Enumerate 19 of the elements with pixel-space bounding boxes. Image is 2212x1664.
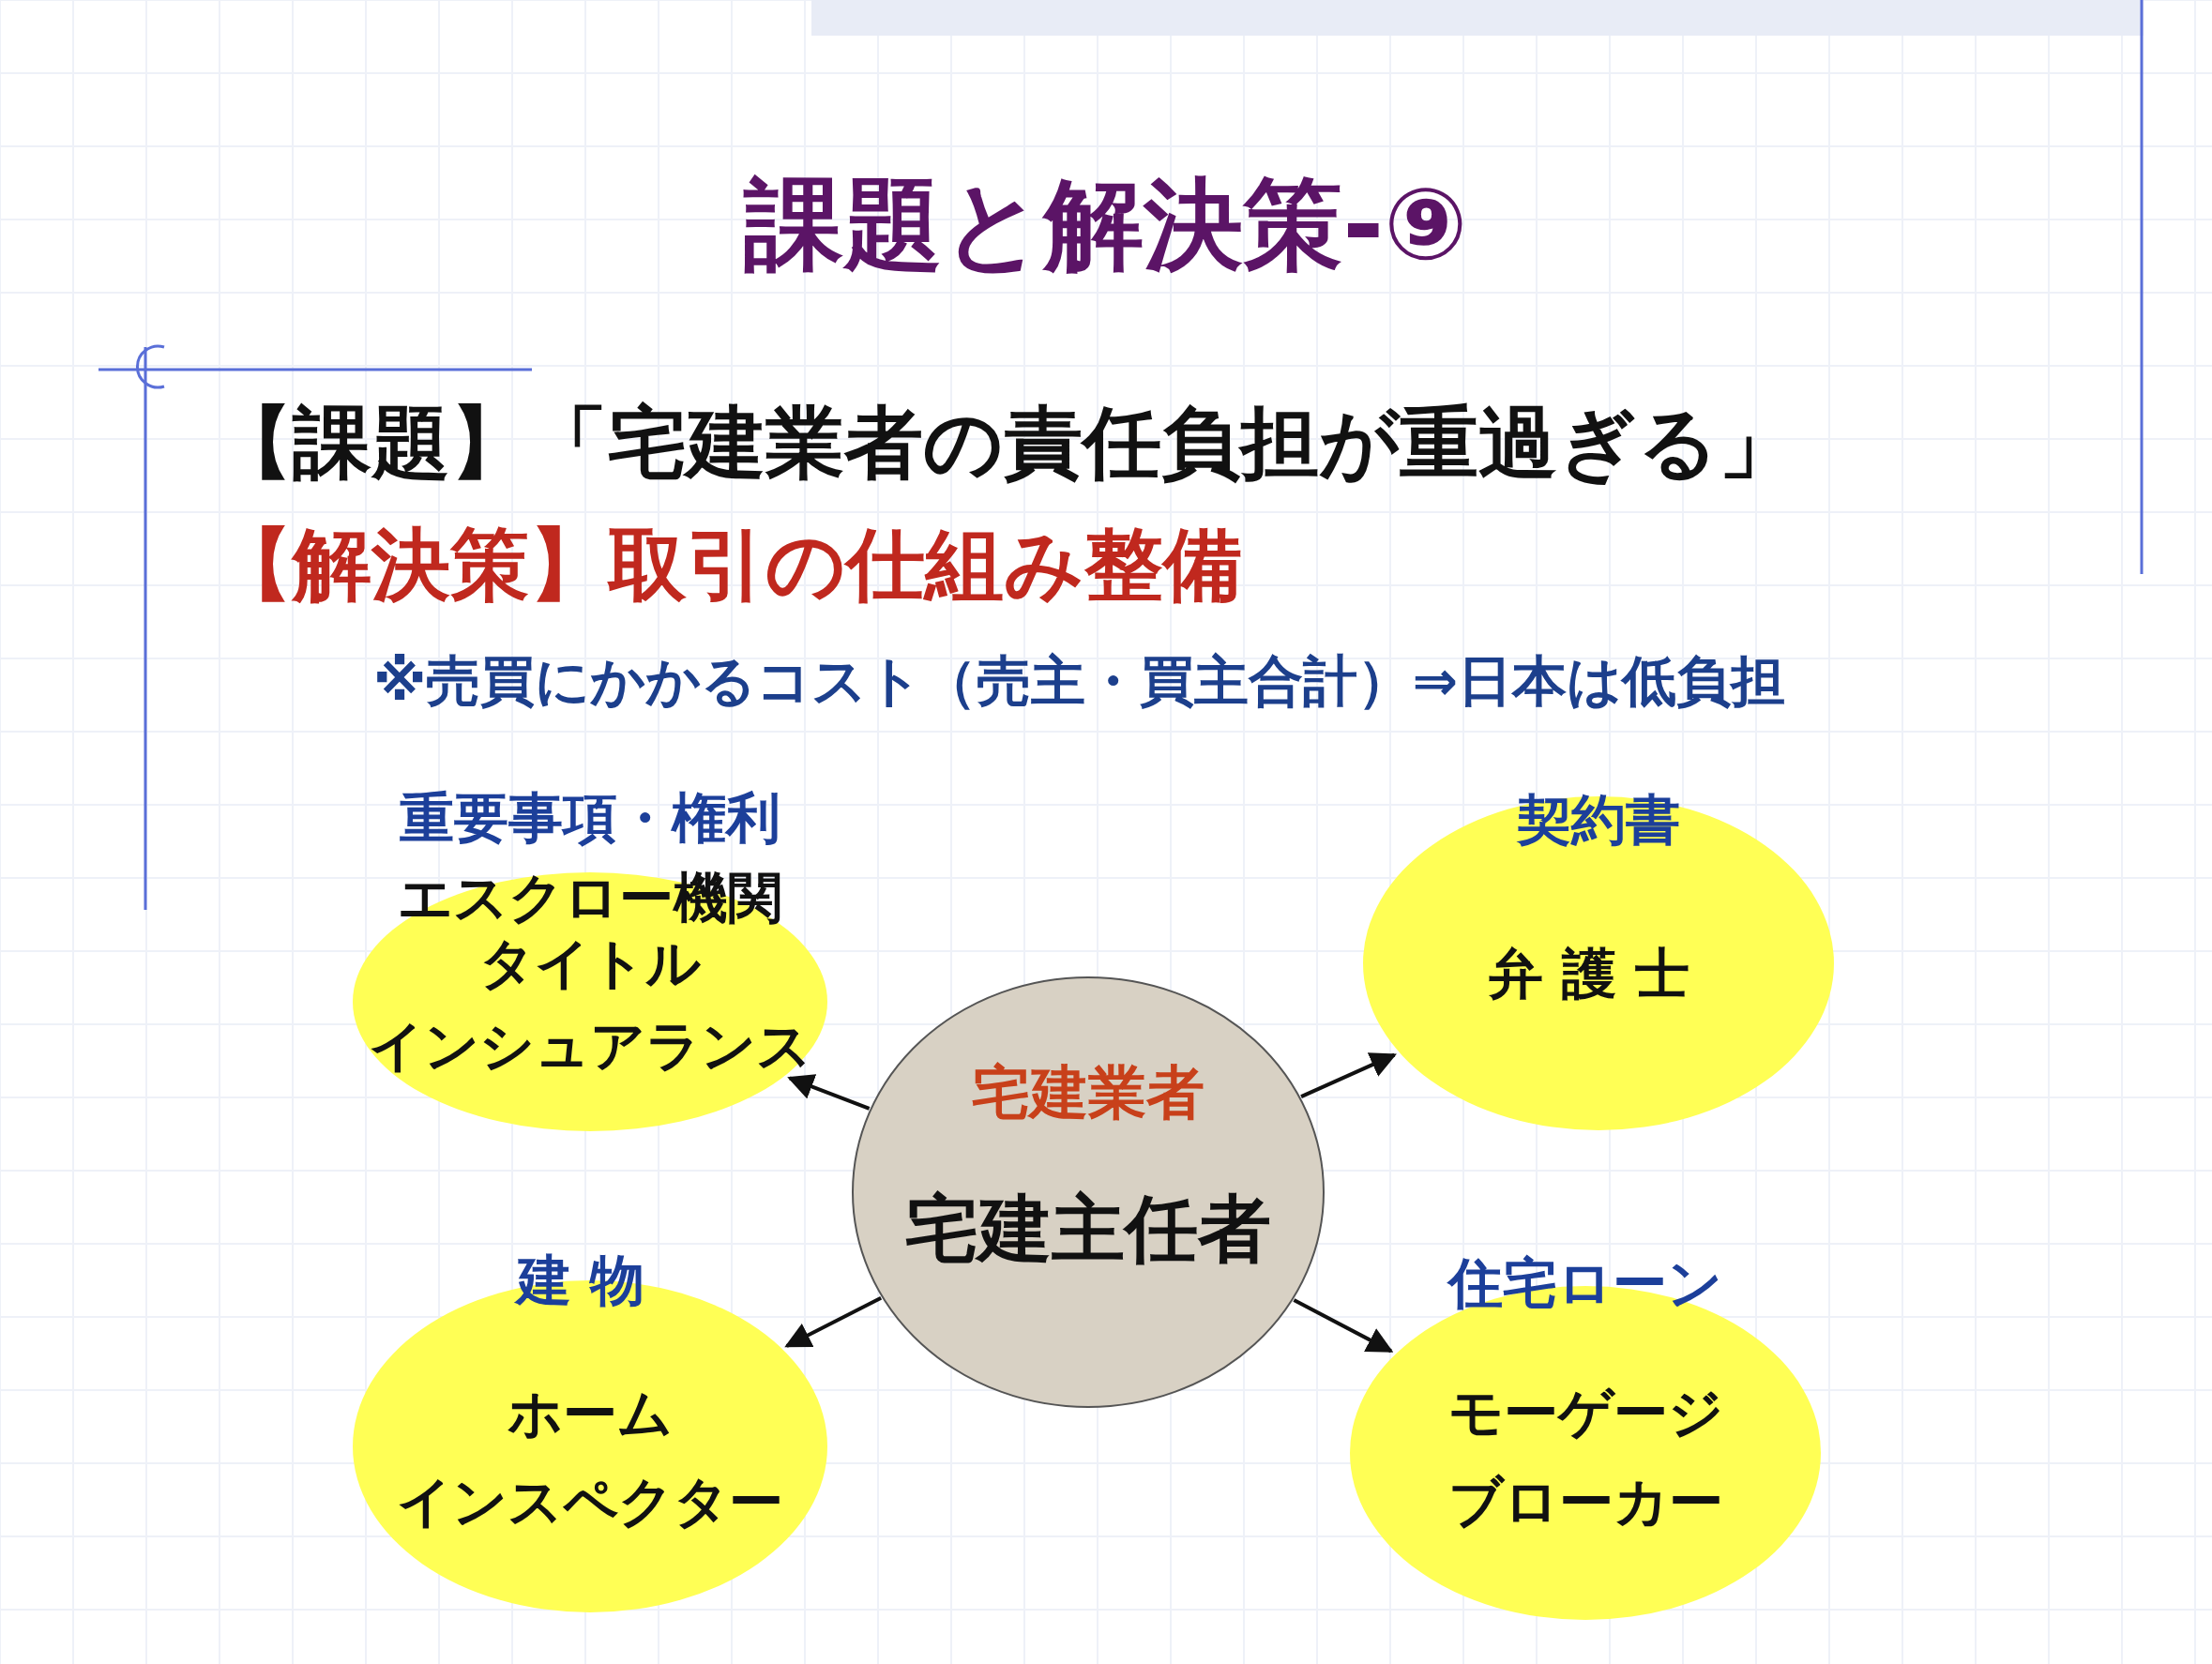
node-text: ホーム: [508, 1381, 673, 1447]
arrow: [1293, 1298, 1394, 1354]
node-heading: 契約書: [1517, 787, 1680, 854]
note-text: ※売買にかかるコスト（売主・買主合計）⇒日本は低負担: [373, 648, 1785, 715]
arrow: [787, 1074, 871, 1111]
heading-text: 【課題】「宅建業者の責任負担が重過ぎる」: [214, 396, 1797, 491]
node-heading: 宅建業者: [972, 1057, 1204, 1128]
node-text: インスペクター: [397, 1469, 783, 1535]
node-text: タイトル: [479, 930, 701, 997]
node-text: 宅建主任者: [905, 1185, 1271, 1273]
arrow: [1300, 1052, 1397, 1098]
node-text: 弁護士: [1488, 941, 1709, 1007]
node-heading: 重要事項・権利: [400, 785, 780, 852]
heading-text: 【解決策】取引の仕組み整備: [214, 518, 1242, 613]
node-text: ブローカー: [1447, 1469, 1723, 1535]
node-text: モーゲージ: [1447, 1380, 1723, 1446]
title: 課題と解決策-⑨: [742, 166, 1469, 284]
node-text: インシュアランス: [369, 1013, 811, 1080]
arrow: [784, 1295, 883, 1348]
